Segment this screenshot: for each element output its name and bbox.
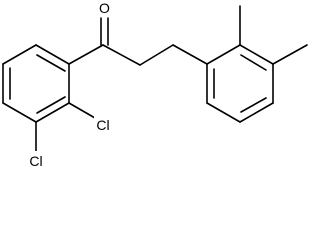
bond-chain-3 <box>172 44 208 65</box>
bond-ring1-c <box>2 44 37 65</box>
bond-ring1-f-inner <box>36 96 66 114</box>
chlorine-lower-label: Cl <box>29 153 42 169</box>
bond-ring1-a <box>68 44 104 65</box>
label-bg-chlorine-lower <box>27 151 45 169</box>
chlorine-upper-label: Cl <box>96 117 109 133</box>
bond-ring2-d <box>239 102 274 123</box>
bond-ring2-b-inner <box>240 54 267 71</box>
bond-ring2-b <box>239 44 274 65</box>
bond-methyl-2 <box>272 44 308 65</box>
bond-ring1-e <box>2 102 37 123</box>
bond-ring1-b-inner <box>36 54 66 72</box>
bond-ring1-b <box>35 44 70 65</box>
bond-chain-1 <box>102 44 141 66</box>
label-bg-oxygen <box>97 0 112 17</box>
structure-diagram: O Cl Cl <box>2 0 308 169</box>
bond-ring1-f <box>35 102 70 123</box>
bond-ring2-a <box>206 44 241 65</box>
bond-ring2-e <box>206 102 241 123</box>
bond-chain-2 <box>139 44 174 66</box>
bond-c-cl-upper <box>68 102 96 119</box>
label-bg-chlorine-upper <box>94 116 112 132</box>
oxygen-label: O <box>99 0 110 16</box>
bond-ring2-d-inner <box>240 97 267 113</box>
